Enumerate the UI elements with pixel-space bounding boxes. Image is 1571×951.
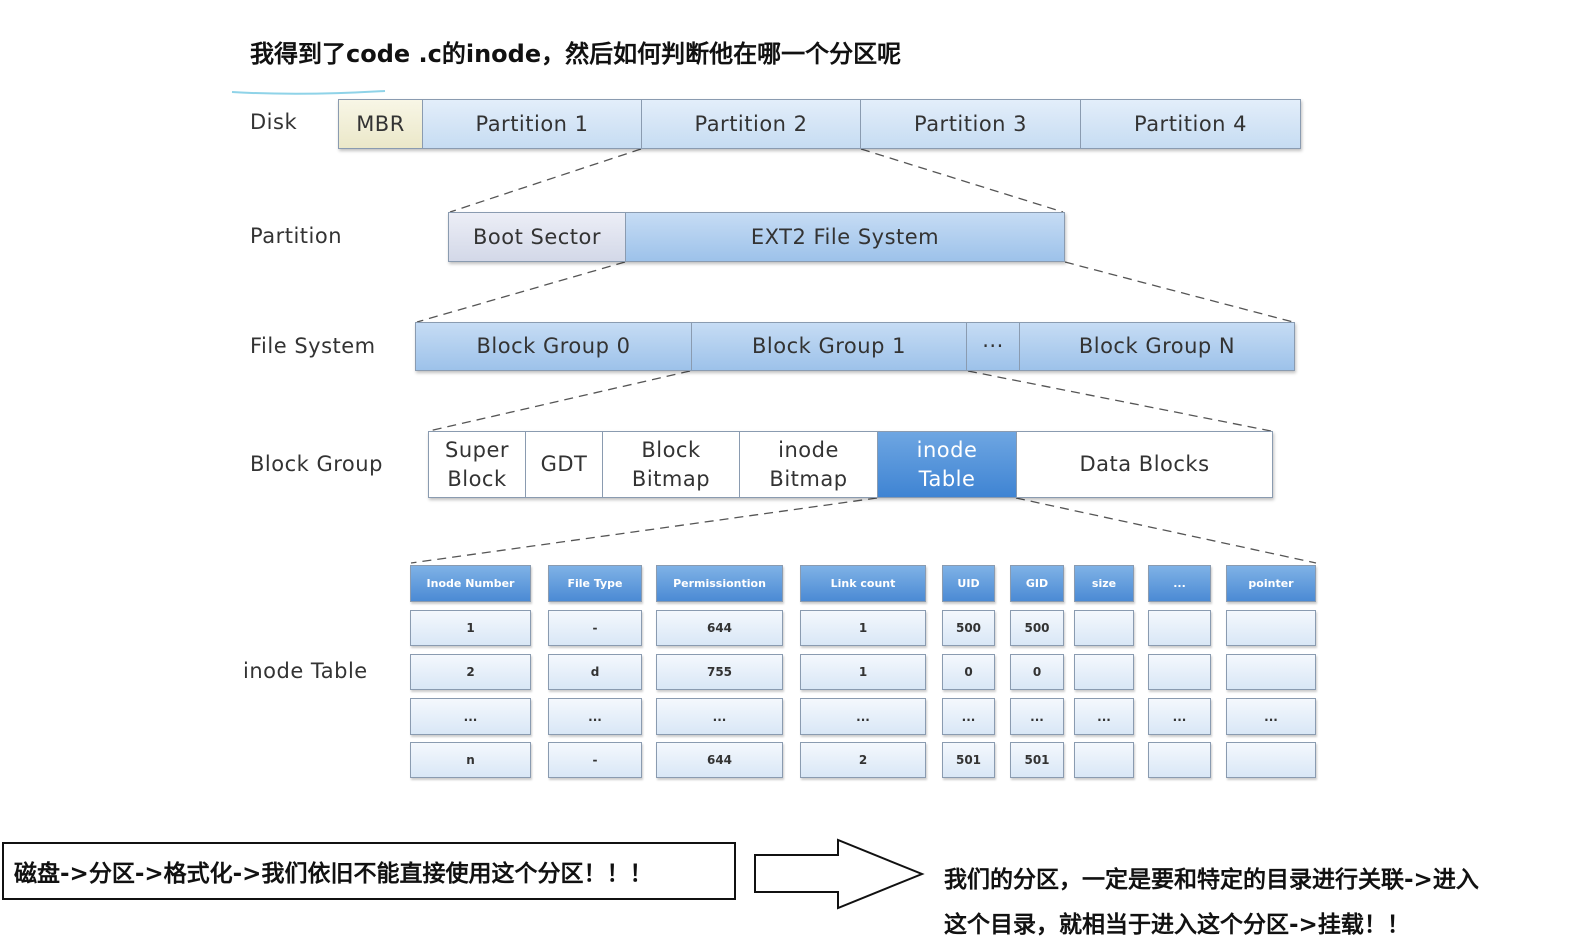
inode-table-cell: 644 xyxy=(656,610,783,646)
note-right-line-1: 我们的分区，一定是要和特定的目录进行关联->进入 xyxy=(944,867,1479,893)
inode-table-cell: 755 xyxy=(656,654,783,690)
gdt-cell: GDT xyxy=(526,432,603,497)
inode-table-cell: 501 xyxy=(942,742,995,778)
partition-2-cell: Partition 2 xyxy=(642,100,861,148)
inode-table-cell: ... xyxy=(1010,698,1064,735)
block-group-ellipsis-cell: ··· xyxy=(967,323,1020,370)
inode-table-header: Permissiontion xyxy=(656,565,783,602)
inode-table-cell: 644 xyxy=(656,742,783,778)
inode-table-header: File Type xyxy=(548,565,642,602)
ext2-file-system-cell: EXT2 File System xyxy=(626,213,1064,261)
inode-table-cell: 0 xyxy=(942,654,995,690)
inode-table-cell: ... xyxy=(548,698,642,735)
inode-table-cell: ... xyxy=(410,698,531,735)
inode-table-cell xyxy=(1148,610,1211,646)
inode-table-cell: - xyxy=(548,610,642,646)
note-box-left: 磁盘->分区->格式化->我们依旧不能直接使用这个分区！！！ xyxy=(2,842,736,900)
partition-1-cell: Partition 1 xyxy=(423,100,642,148)
inode-table-cell xyxy=(1148,742,1211,778)
inode-table-cell: 1 xyxy=(800,654,926,690)
boot-sector-cell: Boot Sector xyxy=(449,213,626,261)
inode-table-cell: d xyxy=(548,654,642,690)
partition-bar: Boot Sector EXT2 File System xyxy=(448,212,1065,262)
inode-table-header: pointer xyxy=(1226,565,1316,602)
inode-table-cell: ... xyxy=(1074,698,1134,735)
inode-table-cell: 2 xyxy=(410,654,531,690)
inode-table-cell xyxy=(1074,742,1134,778)
inode-table-cell: - xyxy=(548,742,642,778)
inode-table-cell xyxy=(1226,742,1316,778)
inode-table-header: ... xyxy=(1148,565,1211,602)
block-group-n-cell: Block Group N xyxy=(1020,323,1294,370)
mbr-cell: MBR xyxy=(339,100,423,148)
data-blocks-cell: Data Blocks xyxy=(1017,432,1272,497)
inode-table-cell: 1 xyxy=(410,610,531,646)
inode-table-cell: n xyxy=(410,742,531,778)
filesystem-bar: Block Group 0 Block Group 1 ··· Block Gr… xyxy=(415,322,1295,371)
inode-table-cell xyxy=(1074,610,1134,646)
inode-table-cell: ... xyxy=(1226,698,1316,735)
note-right-line-2: 这个目录，就相当于进入这个分区->挂载！！ xyxy=(944,912,1410,938)
block-group-1-cell: Block Group 1 xyxy=(692,323,967,370)
inode-table-cell: ... xyxy=(656,698,783,735)
inode-table-cell xyxy=(1074,654,1134,690)
blockgroup-row-label: Block Group xyxy=(250,452,383,476)
partition-3-cell: Partition 3 xyxy=(861,100,1081,148)
inode-table-cell: 2 xyxy=(800,742,926,778)
page-heading: 我得到了code .c的inode，然后如何判断他在哪一个分区呢 xyxy=(250,40,902,68)
disk-row-label: Disk xyxy=(250,110,298,134)
inode-table-cell: ... xyxy=(942,698,995,735)
inode-table-cell: 500 xyxy=(942,610,995,646)
inode-table-cell: 501 xyxy=(1010,742,1064,778)
inode-table-header: size xyxy=(1074,565,1134,602)
inode-table-cell xyxy=(1226,610,1316,646)
inode-table-cell: 0 xyxy=(1010,654,1064,690)
disk-bar: MBR Partition 1 Partition 2 Partition 3 … xyxy=(338,99,1301,149)
partition-row-label: Partition xyxy=(250,224,343,248)
inode-table-cell: 1 xyxy=(800,610,926,646)
inode-table-cell xyxy=(1148,654,1211,690)
inode-table-cell xyxy=(1226,654,1316,690)
inode-table-header: Link count xyxy=(800,565,926,602)
inode-table-cell: ... xyxy=(1148,698,1211,735)
inode-table-header: Inode Number xyxy=(410,565,531,602)
inode-table-header: GID xyxy=(1010,565,1064,602)
inode-table-cell: 500 xyxy=(1010,610,1064,646)
inode-table-row-label: inode Table xyxy=(243,659,368,683)
block-group-0-cell: Block Group 0 xyxy=(416,323,692,370)
partition-4-cell: Partition 4 xyxy=(1081,100,1300,148)
inode-table-header: UID xyxy=(942,565,995,602)
inode-table-cell: ... xyxy=(800,698,926,735)
filesystem-row-label: File System xyxy=(250,334,376,358)
